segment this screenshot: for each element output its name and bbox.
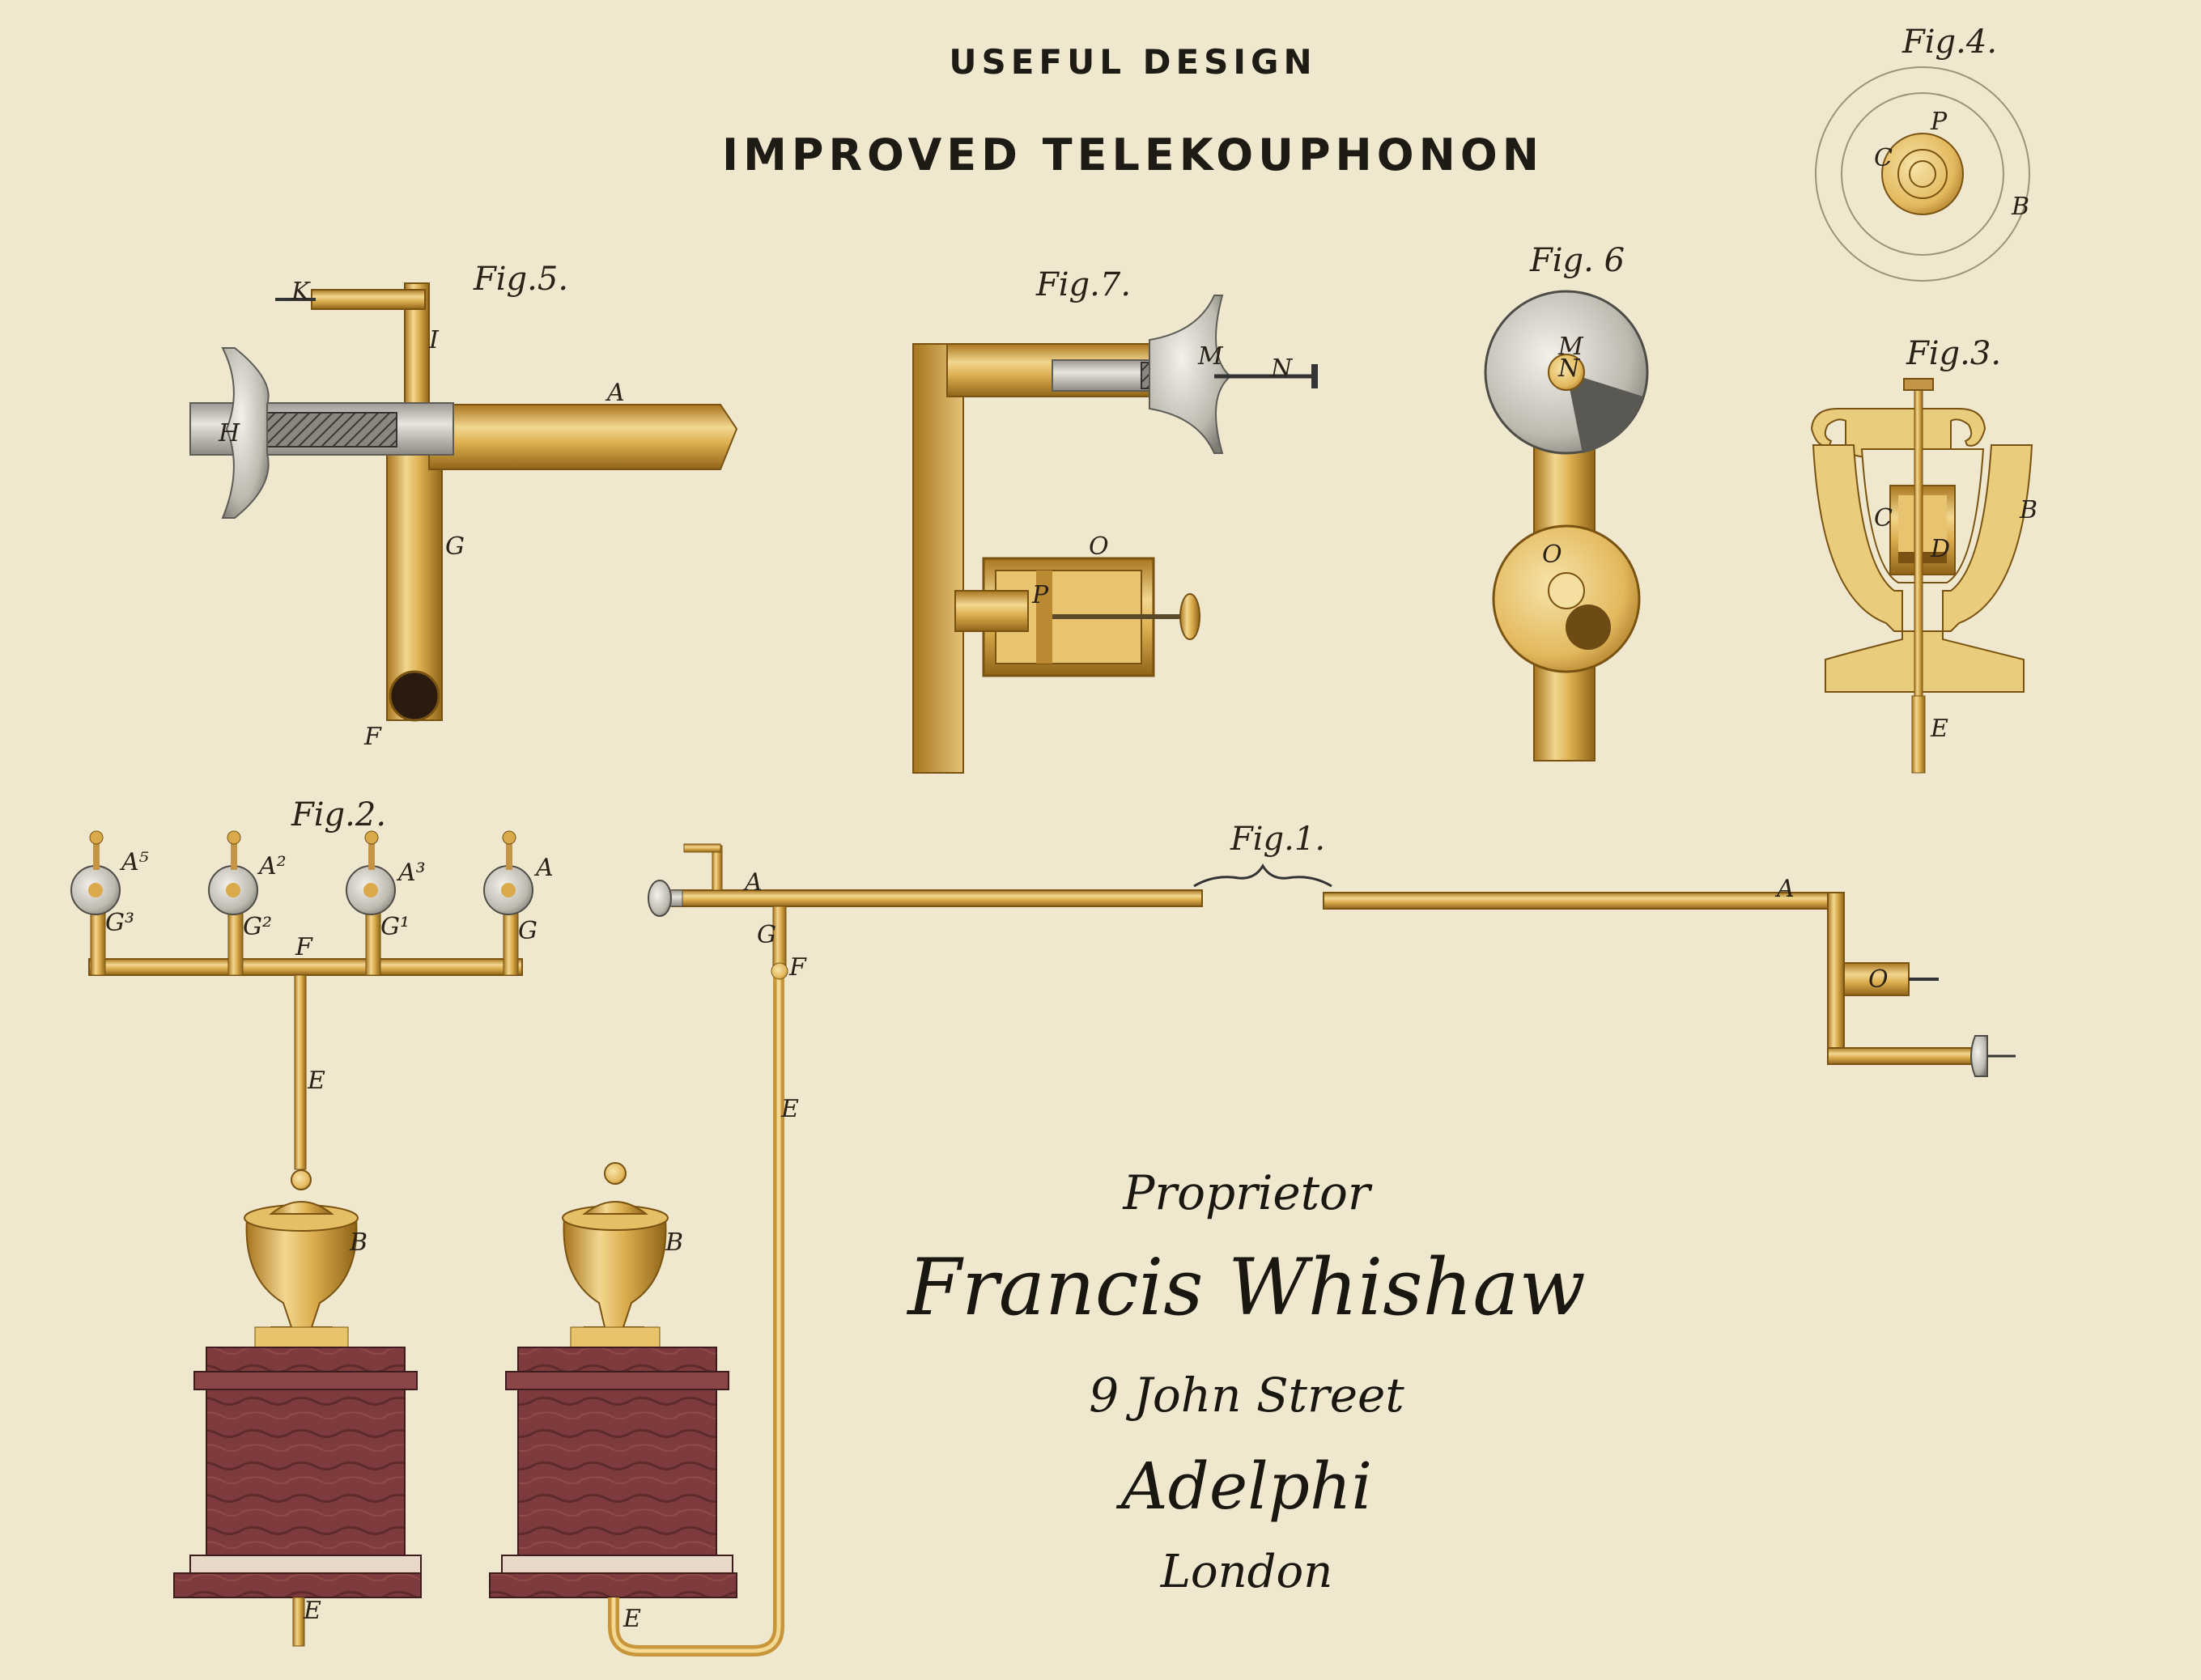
fig3-label: Fig.3. [1906, 335, 2001, 372]
fig2-pipe-e [294, 974, 307, 1170]
part-label-g2: G² [243, 913, 272, 941]
part-label-b-urn1: B [349, 1228, 368, 1257]
part-label-g-fig2: G [518, 917, 538, 945]
figure-1 [648, 843, 2016, 1077]
part-label-e-return: E [622, 1605, 641, 1633]
part-label-f-fig1: F [788, 953, 807, 982]
fig1-cylinder-o [1843, 962, 1910, 996]
fig2-urn-2 [563, 1217, 667, 1340]
fig5-pipe-a [428, 404, 738, 470]
part-label-a-fig1-right: A [1774, 875, 1795, 903]
part-label-g: G [445, 532, 465, 561]
part-label-e-fig3: E [1930, 715, 1948, 743]
part-label-c-fig4: C [1874, 144, 1893, 172]
part-label-o-fig1: O [1868, 965, 1889, 994]
part-label-f-fig2: F [295, 933, 313, 961]
part-label-a-fig1: A [742, 868, 763, 897]
part-label-a-fig2: A [533, 854, 554, 882]
part-label-e-fig1: E [780, 1095, 799, 1123]
part-label-b-urn2: B [665, 1228, 683, 1257]
part-label-a5: A⁵ [119, 848, 149, 876]
figure-3 [1810, 378, 2033, 774]
proprietor-name: Francis Whishaw [907, 1242, 1586, 1333]
fig4-outer-ring [1815, 66, 2030, 282]
part-label-p-fig4: P [1930, 108, 1948, 136]
proprietor-street: 9 John Street [1089, 1368, 1404, 1423]
part-label-e-base: E [303, 1597, 321, 1625]
fig2-urn-1 [245, 1217, 358, 1340]
figure-2 [70, 830, 784, 1657]
fig7-label: Fig.7. [1035, 266, 1131, 303]
proprietor-city: London [1160, 1546, 1333, 1598]
part-label-g-fig1: G [757, 921, 776, 949]
proprietor-area: Adelphi [1120, 1449, 1373, 1524]
fig1-label: Fig.1. [1230, 821, 1325, 858]
part-label-g3: G³ [105, 909, 134, 937]
figure-5 [189, 282, 738, 722]
fig2-label: Fig.2. [291, 796, 386, 834]
fig2-pedestal-2 [517, 1389, 717, 1556]
part-label-a: A [605, 379, 625, 407]
part-label-a2: A² [257, 852, 287, 880]
part-label-i: I [428, 326, 440, 354]
figure-4 [1815, 66, 2030, 282]
part-label-e-fig2: E [307, 1067, 325, 1095]
fig5-hatched-core [266, 412, 397, 448]
fig6-label: Fig. 6 [1529, 242, 1625, 279]
part-label-f: F [363, 723, 382, 751]
part-label-p: P [1031, 581, 1049, 609]
fig5-label: Fig.5. [473, 261, 568, 298]
drawing-title: IMPROVED TELEKOUPHONON [722, 129, 1544, 180]
fig2-pedestal-1 [206, 1389, 406, 1556]
fig4-label: Fig.4. [1901, 23, 1997, 61]
proprietor-label: Proprietor [1123, 1165, 1370, 1220]
fig5-mouthpiece [221, 347, 270, 519]
part-label-b-fig3: B [2019, 496, 2037, 524]
part-label-n-fig6: N [1557, 354, 1581, 383]
fig3-rod [1914, 388, 1923, 729]
fig4-center-disc [1881, 133, 1964, 215]
fig1-pipe-a-right [1323, 892, 1842, 910]
part-label-a3: A³ [396, 859, 426, 887]
part-label-h: H [218, 419, 240, 448]
fig2-manifold-f [88, 958, 523, 976]
part-label-g1: G¹ [380, 913, 410, 941]
part-label-m: M [1197, 342, 1224, 371]
drawing-subtitle: USEFUL DESIGN [949, 42, 1317, 82]
part-label-o-fig6: O [1542, 541, 1562, 569]
figure-6 [1484, 290, 1649, 762]
figure-7 [912, 295, 1318, 774]
part-label-o: O [1089, 532, 1109, 561]
fig1-earpiece [1970, 1035, 1988, 1077]
part-label-d-fig3: D [1930, 535, 1950, 563]
part-label-c-fig3: C [1874, 504, 1893, 532]
part-label-n: N [1270, 354, 1294, 383]
fig1-mouthpiece [648, 880, 672, 917]
part-label-b-fig4: B [2011, 193, 2029, 221]
part-label-k: K [291, 278, 311, 306]
part-label-m-fig6: M [1557, 333, 1584, 361]
fig5-pipe-opening [389, 670, 440, 722]
